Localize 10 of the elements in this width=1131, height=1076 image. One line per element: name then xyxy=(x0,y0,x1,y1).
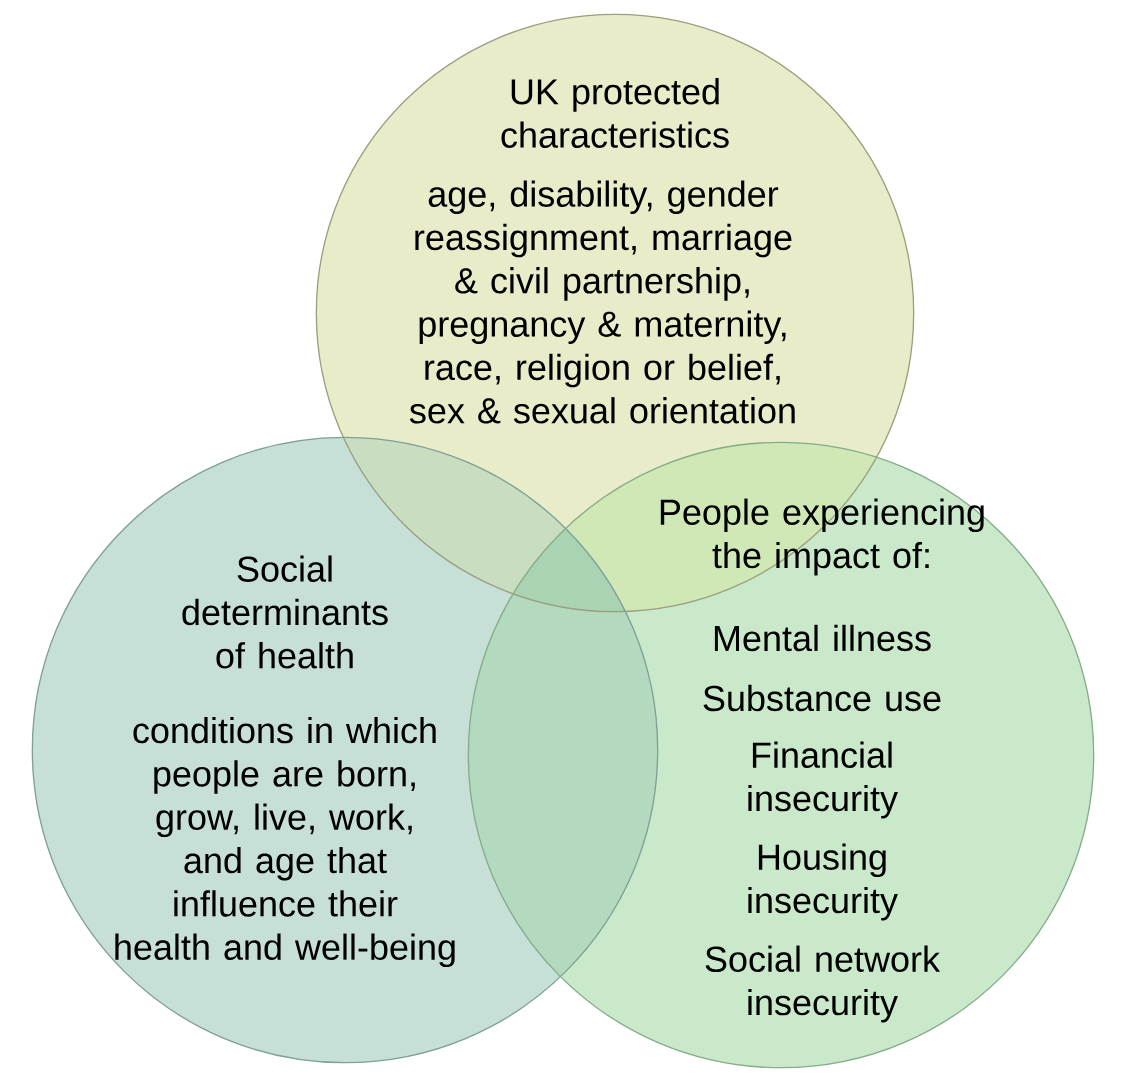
circle-text: conditions in which people are born, grow, live, work, and age that influence their health and well-being xyxy=(115,716,455,968)
list-item: Mental illness xyxy=(714,624,931,652)
list-item: Financial insecurity xyxy=(748,741,898,819)
list-item: Substance use xyxy=(703,684,941,712)
circle-heading: UK protected characteristics xyxy=(501,78,729,148)
list-item: Social network insecurity xyxy=(705,945,941,1023)
circle-heading: Social determinants of health xyxy=(182,555,388,669)
circle-text: age, disability, gender reassignment, marriage & civil partnership, pregnancy & maternity, race, religion or belief, sex & sexual orientation xyxy=(409,180,795,424)
list-item: Housing insecurity xyxy=(748,843,898,921)
circle-heading: People experiencing the impact of: xyxy=(660,498,984,576)
